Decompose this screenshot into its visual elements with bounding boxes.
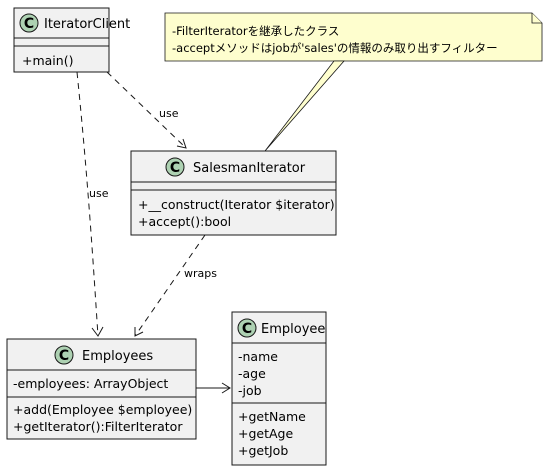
- class-badge-letter: C: [242, 321, 252, 337]
- class-badge-icon: [237, 318, 257, 338]
- edge-label-wraps: wraps: [184, 267, 217, 280]
- edge-salesman-wraps-employees: wraps: [134, 234, 217, 337]
- class-name: IteratorClient: [44, 17, 130, 32]
- class-employee[interactable]: C Employee -name -age -job +getName +get…: [231, 311, 327, 466]
- class-badge-letter: C: [59, 348, 69, 364]
- class-name: Employee: [261, 322, 325, 337]
- method-get-name: +getName: [238, 409, 306, 424]
- method-get-job: +getJob: [238, 443, 288, 458]
- note-line-2: -acceptメソッドはjobが'sales'の情報のみ取り出すフィルター: [172, 41, 498, 55]
- class-iterator-client[interactable]: C IteratorClient +main(): [13, 7, 130, 73]
- note-line-1: -FilterIteratorを継承したクラス: [172, 24, 339, 38]
- class-badge-icon: [165, 157, 185, 177]
- class-employees[interactable]: C Employees -employees: ArrayObject +add…: [6, 338, 197, 440]
- note: -FilterIteratorを継承したクラス -acceptメソッドはjobが…: [164, 12, 543, 152]
- class-badge-letter: C: [24, 16, 34, 32]
- class-name: Employees: [82, 349, 153, 364]
- edge-client-uses-salesman: use: [106, 71, 187, 149]
- attribute-name: -name: [238, 349, 278, 364]
- attribute-job: -job: [238, 383, 262, 398]
- class-badge-icon: [54, 345, 74, 365]
- edge-employees-to-employee: [196, 382, 231, 394]
- attribute-employees: -employees: ArrayObject: [13, 376, 168, 391]
- edge-label-use: use: [159, 107, 179, 120]
- class-salesman-iterator[interactable]: C SalesmanIterator +__construct(Iterator…: [130, 150, 337, 236]
- class-name: SalesmanIterator: [193, 161, 306, 176]
- method-main: +main(): [22, 53, 73, 68]
- method-construct: +__construct(Iterator $iterator): [138, 197, 335, 212]
- method-add: +add(Employee $employee): [13, 402, 192, 417]
- edge-label-use: use: [89, 187, 109, 200]
- edge-client-uses-employees: use: [76, 71, 109, 337]
- attribute-age: -age: [238, 366, 266, 381]
- class-badge-icon: [19, 13, 39, 33]
- method-get-age: +getAge: [238, 426, 293, 441]
- method-accept: +accept():bool: [138, 214, 231, 229]
- method-get-iterator: +getIterator():FilterIterator: [13, 419, 183, 434]
- class-badge-letter: C: [170, 160, 180, 176]
